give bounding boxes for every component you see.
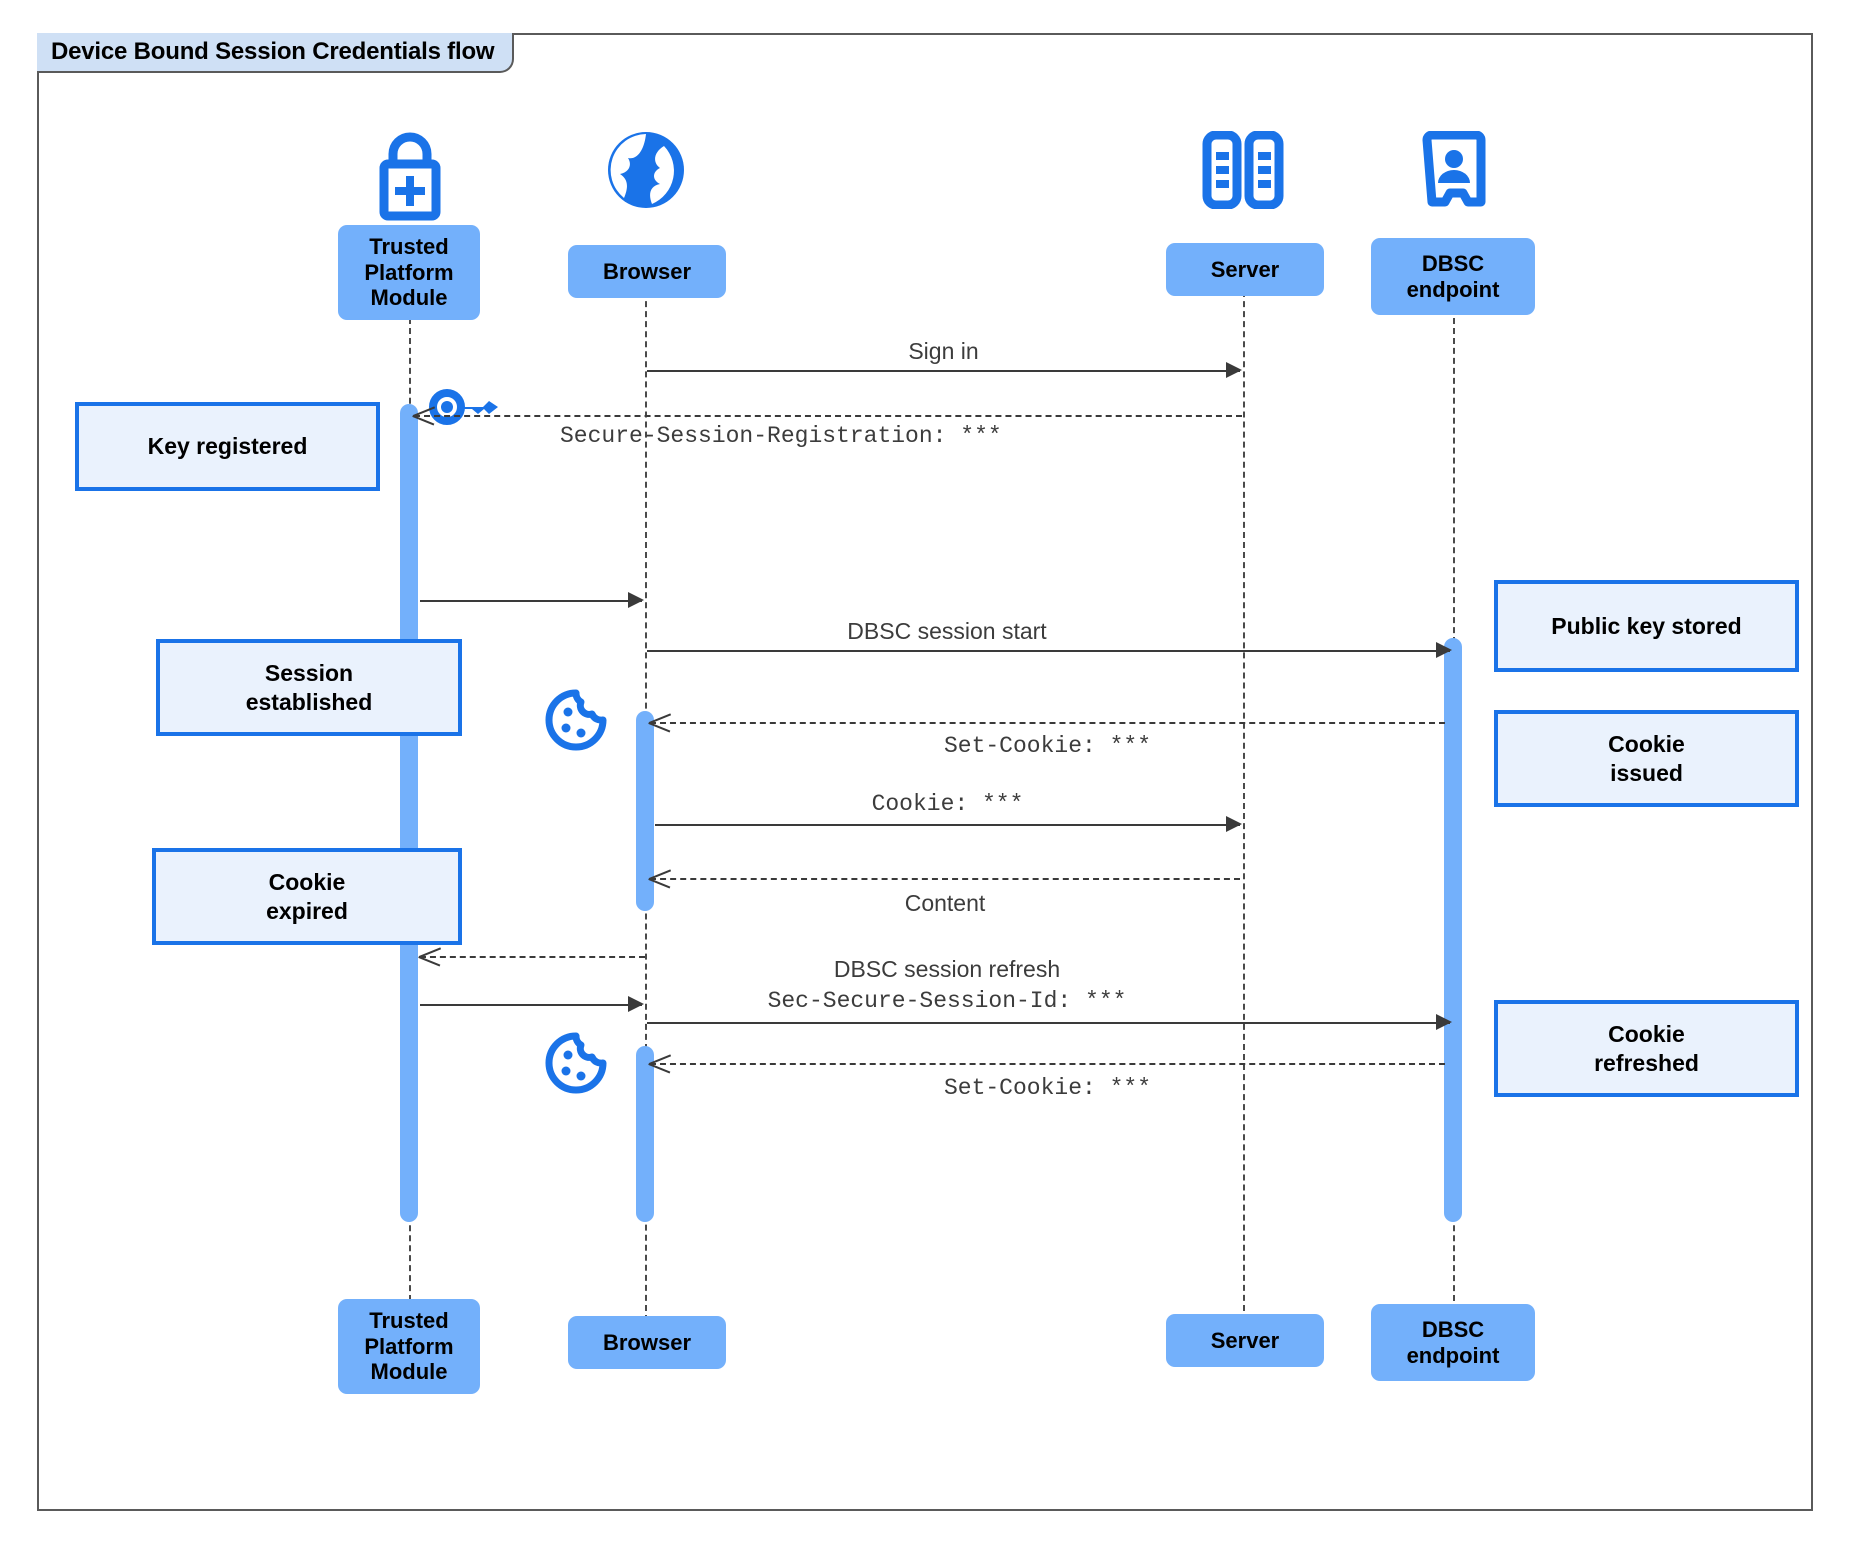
arrowhead-left (649, 867, 671, 889)
message-label-set-cookie-2: Set-Cookie: *** (943, 1075, 1152, 1101)
participant-dbsc-bottom[interactable]: DBSC endpoint (1371, 1304, 1535, 1381)
message-line (650, 878, 1240, 880)
arrowhead-left (649, 1052, 671, 1074)
message-line (420, 956, 645, 958)
note-session-established: Session established (156, 639, 462, 736)
message-line (414, 415, 1242, 417)
message-label-set-cookie-1: Set-Cookie: *** (943, 733, 1152, 759)
arrowhead-right (1436, 1014, 1452, 1030)
arrowhead-right (628, 996, 644, 1012)
activation-tpm (400, 404, 418, 1222)
message-label-dbsc-session-refresh-line2: Sec-Secure-Session-Id: *** (767, 988, 1127, 1014)
message-label-content: Content (904, 890, 986, 916)
message-line (647, 370, 1240, 372)
cookie-icon-2 (544, 1031, 608, 1095)
message-line (650, 1063, 1445, 1065)
arrowhead-right (1226, 816, 1242, 832)
arrowhead-right (628, 592, 644, 608)
message-label-cookie-request: Cookie: *** (871, 791, 1024, 817)
note-cookie-refreshed: Cookie refreshed (1494, 1000, 1799, 1097)
message-line (420, 600, 642, 602)
message-label-sign-in: Sign in (908, 338, 979, 364)
message-label-secure-session-registration: Secure-Session-Registration: *** (560, 423, 1002, 449)
cookie-icon-1 (544, 688, 608, 752)
lock-plus-icon (371, 128, 449, 222)
participant-server-top[interactable]: Server (1166, 243, 1324, 296)
message-line (647, 1022, 1450, 1024)
note-cookie-expired: Cookie expired (152, 848, 462, 945)
note-public-key-stored: Public key stored (1494, 580, 1799, 672)
key-icon (428, 386, 500, 428)
message-label-dbsc-session-refresh-line1: DBSC session refresh (833, 956, 1061, 982)
arrowhead-right (1226, 362, 1242, 378)
activation-dbsc (1444, 638, 1462, 1222)
id-badge-icon (1421, 130, 1487, 211)
participant-tpm-top[interactable]: Trusted Platform Module (338, 225, 480, 320)
note-key-registered: Key registered (75, 402, 380, 491)
participant-tpm-bottom[interactable]: Trusted Platform Module (338, 1299, 480, 1394)
arrowhead-left (419, 945, 441, 967)
participant-browser-top[interactable]: Browser (568, 245, 726, 298)
server-rack-icon (1201, 130, 1285, 210)
message-line (647, 650, 1450, 652)
message-line (655, 824, 1240, 826)
message-line (650, 722, 1445, 724)
arrowhead-left (649, 711, 671, 733)
frame-title-tab: Device Bound Session Credentials flow (37, 33, 515, 73)
activation-browser-2 (636, 1046, 654, 1222)
lifeline-server (1243, 281, 1245, 1321)
activation-browser-1 (636, 711, 654, 911)
participant-dbsc-top[interactable]: DBSC endpoint (1371, 238, 1535, 315)
participant-server-bottom[interactable]: Server (1166, 1314, 1324, 1367)
note-cookie-issued: Cookie issued (1494, 710, 1799, 807)
message-label-dbsc-session-start: DBSC session start (847, 618, 1047, 644)
participant-browser-bottom[interactable]: Browser (568, 1316, 726, 1369)
frame-title-label: Device Bound Session Credentials flow (51, 38, 495, 65)
arrowhead-left (413, 404, 435, 426)
globe-icon (604, 128, 688, 212)
arrowhead-right (1436, 642, 1452, 658)
message-line (420, 1004, 642, 1006)
